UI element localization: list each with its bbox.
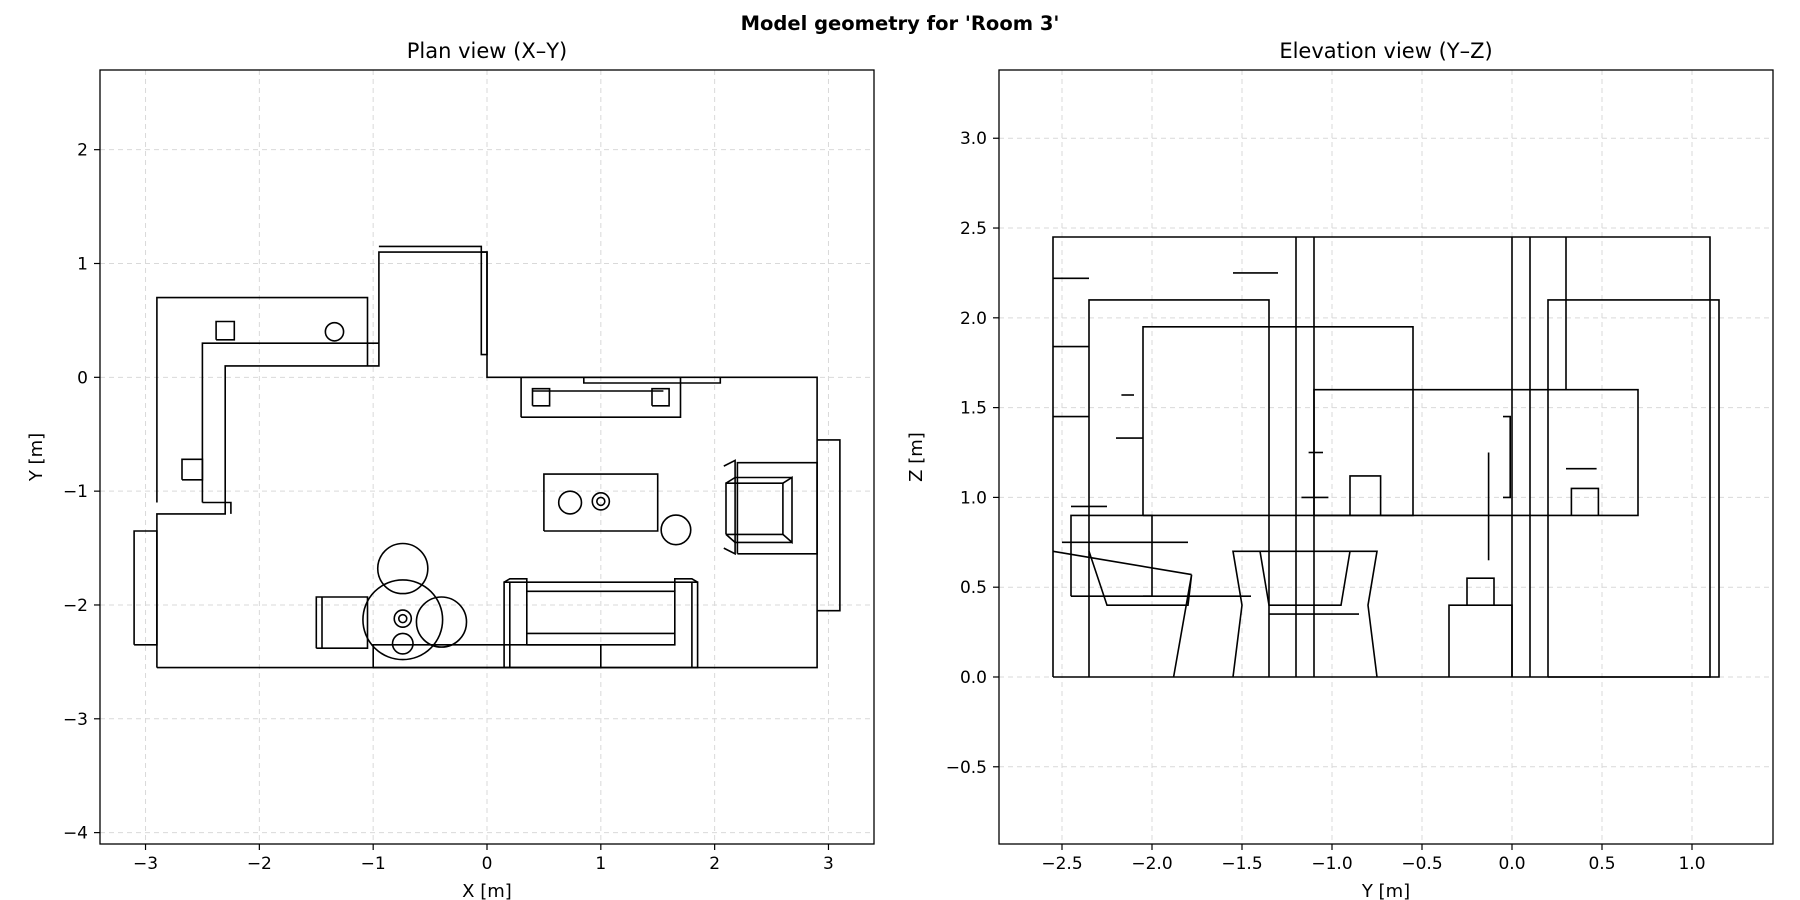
elevation-low-box [1466,577,1495,606]
elevation-window-box-right [1570,487,1600,516]
plan-armchair-outer [736,461,818,555]
plan-round-table-right [415,596,468,648]
plan-y-tick-label: 1 [77,255,88,275]
elevation-axes-title: Elevation view (Y–Z) [1279,39,1492,63]
elevation-y-tick-label: 2.0 [960,309,987,329]
elevation-y-axis-label: Z [m] [906,432,927,482]
plan-round-table-center-inner [397,613,408,624]
plan-left-wall-cabinet [181,458,204,481]
plan-x-tick-label: −1 [361,854,386,874]
elevation-window-box-left [1349,475,1382,516]
plan-sofa-arm-right-top [673,577,699,592]
plan-y-axis-label: Y [m] [26,433,47,482]
elevation-y-tick-label: 1.5 [960,399,987,419]
plan-cabinet-knob-right [651,387,670,407]
elevation-x-tick-label: 0.0 [1498,854,1525,874]
elevation-y-tick-label: 2.5 [960,219,987,239]
elevation-wall-outline [1052,236,1711,678]
plan-right-door [817,439,841,612]
elevation-tilted-board [1052,550,1192,576]
elevation-right-door [1547,299,1720,678]
plan-view-axes: −3 −2 −1 0 1 2 3 −4 −3 −2 −1 0 1 2 Plan view (X–Y) X [m… [26,39,875,900]
plan-left-door [133,530,158,646]
plan-round-table-center-outer [393,609,413,628]
plan-armchair-arm-top [725,476,792,484]
elevation-x-tick-label: −1.5 [1221,854,1262,874]
plan-y-tick-label: −4 [63,824,88,844]
plan-x-tick-label: 3 [823,854,834,874]
plan-left-lower-step [202,501,232,514]
plan-shelf-box [215,320,236,341]
plan-table [543,473,659,532]
elevation-x-tick-label: −2.5 [1041,854,1082,874]
elevation-right-window [1313,388,1639,517]
elevation-view-axes: −2.5 −2.0 −1.5 −1.0 −0.5 0.0 0.5 1.0 −0.5 0.0 0.5 1… [906,39,1774,900]
plan-table-cup-inner [596,496,606,507]
elevation-left-chair [1088,551,1193,678]
plan-sofa-seat [525,590,676,646]
plan-sofa-arm-left-top [503,577,528,592]
plan-left-chair [315,596,369,650]
plan-round-table-bottom [391,632,414,655]
plan-cabinet-knob-left [531,387,551,407]
plan-round-table [362,579,444,661]
plan-x-tick-label: −3 [133,854,158,874]
plan-top-cabinet [520,376,682,419]
plan-x-tick-label: −2 [247,854,272,874]
elevation-x-tick-label: 0.5 [1588,854,1615,874]
plan-shelf-pot [324,321,345,342]
elevation-plot-frame [998,69,1774,845]
plan-table-bowl [557,490,583,515]
plan-bottom-bench [372,643,602,669]
plan-x-tick-label: 2 [709,854,720,874]
elevation-y-tick-label: 1.0 [960,488,987,508]
plan-y-tick-label: 0 [77,368,88,388]
plan-upper-top-wall-edge [480,251,488,356]
elevation-left-door [1088,299,1270,677]
plan-armchair-spindle [723,459,736,556]
plan-upper-top-wall [378,245,483,253]
elevation-x-tick-label: −1.0 [1311,854,1352,874]
elevation-x-axis-label: Y [m] [1361,881,1410,900]
elevation-x-tick-label: 1.0 [1678,854,1705,874]
plan-x-tick-label: 0 [482,854,493,874]
plan-side-stool [660,514,692,546]
plan-x-axis-label: X [m] [462,881,512,900]
plan-armchair-arm-bottom [725,533,792,544]
plan-stool-top [376,542,429,595]
plan-armchair-back [782,476,793,545]
elevation-center-table [1232,550,1378,678]
plan-y-tick-label: −2 [63,596,88,616]
elevation-x-tick-label: −0.5 [1401,854,1442,874]
plan-table-cup-outer [591,492,611,511]
elevation-y-tick-label: 0.5 [960,578,987,598]
plan-x-tick-label: 1 [595,854,606,874]
plan-y-tick-label: −3 [63,710,88,730]
elevation-low-cabinet [1448,604,1513,677]
plan-y-tick-label: 2 [77,141,88,161]
plan-upper-left-inner-wall [201,342,379,503]
elevation-y-tick-label: 3.0 [960,129,987,149]
figure-title: Model geometry for 'Room 3' [740,12,1060,35]
elevation-y-tick-label: 0.0 [960,668,987,688]
elevation-center-table-inner [1259,551,1351,607]
plan-upper-left-wall [156,296,369,503]
plan-y-tick-label: −1 [63,482,88,502]
elevation-vertical-frame [1503,415,1511,499]
elevation-big-window [1142,325,1414,517]
plan-axes-title: Plan view (X–Y) [407,39,567,63]
elevation-x-tick-label: −2.0 [1131,854,1172,874]
plan-top-window-sill [582,377,722,384]
elevation-y-tick-label: −0.5 [946,758,987,778]
